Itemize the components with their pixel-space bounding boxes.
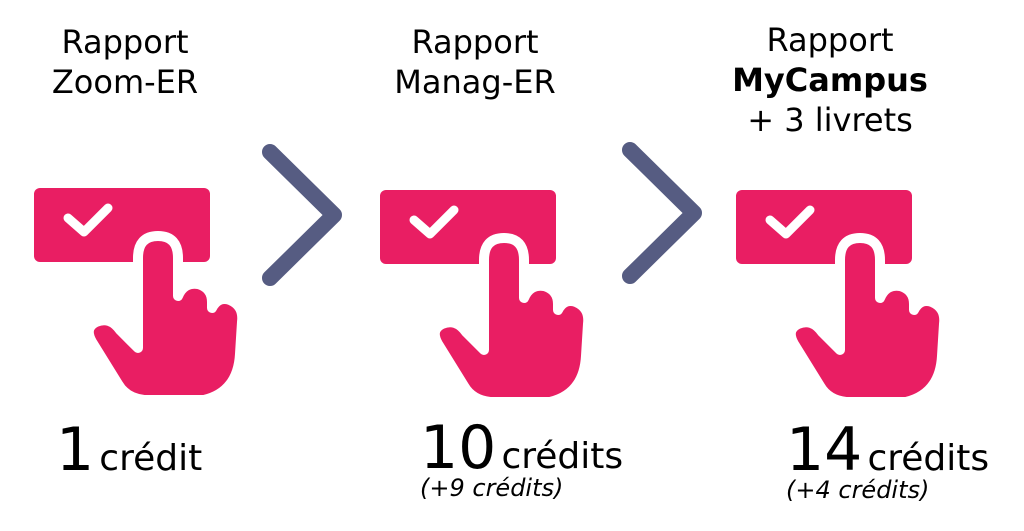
- step-1-credit-number: 1: [56, 415, 95, 485]
- hand-pointer-check-icon: [736, 190, 950, 406]
- step-2-title-line2: Manag-ER: [394, 63, 556, 101]
- step-3-credit-number: 14: [786, 415, 863, 485]
- step-1-title-line1: Rapport: [61, 23, 189, 61]
- step-3-title-line1: Rapport: [766, 21, 894, 59]
- step-1-credit-unit: crédit: [99, 438, 203, 479]
- step-3-title-line3: + 3 livrets: [747, 101, 913, 139]
- step-1-title: Rapport Zoom-ER: [20, 22, 230, 102]
- step-2-credit-delta: (+9 crédits): [420, 474, 564, 502]
- step-3-title-line2: MyCampus: [732, 61, 928, 99]
- step-3-title: Rapport MyCampus + 3 livrets: [710, 20, 950, 140]
- step-2-credit-unit: crédits: [501, 436, 624, 477]
- chevron-right-icon: [262, 144, 342, 286]
- step-3-credit-delta: (+4 crédits): [786, 476, 930, 504]
- step-3-credit: 14 crédits: [786, 420, 989, 480]
- step-2-credit-number: 10: [420, 413, 497, 483]
- step-1-title-line2: Zoom-ER: [51, 63, 199, 101]
- step-2-credit: 10 crédits: [420, 418, 623, 478]
- hand-pointer-check-icon: [34, 188, 248, 404]
- step-2-title-line1: Rapport: [411, 23, 539, 61]
- hand-pointer-check-icon: [380, 190, 594, 406]
- step-2-title: Rapport Manag-ER: [370, 22, 580, 102]
- chevron-right-icon: [622, 142, 702, 284]
- step-1-credit: 1 crédit: [56, 420, 202, 480]
- step-3-credit-unit: crédits: [867, 438, 990, 479]
